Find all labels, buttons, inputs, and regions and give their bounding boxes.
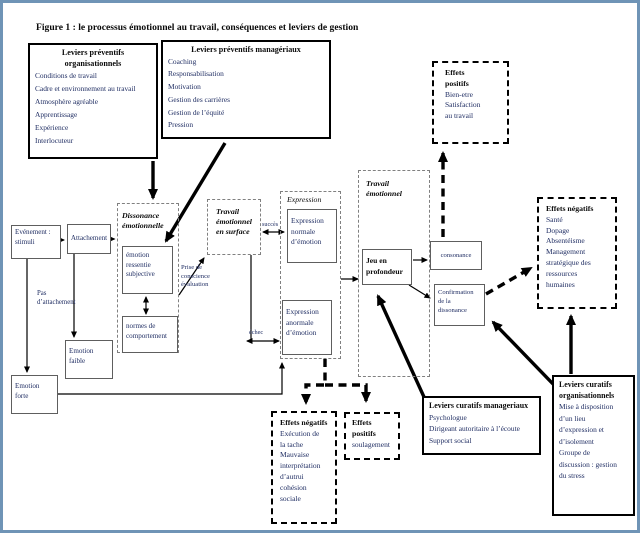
box-leviers-preventifs-organisationnels: Leviers préventifs organisationnels Cond…: [28, 43, 158, 159]
container-travail-emotionnel: Travail émotionnel: [358, 170, 430, 377]
node-jeu-en-profondeur: Jeu en profondeur: [362, 249, 412, 285]
node-evenement-stimuli: Evénement : stimuli: [11, 225, 61, 259]
label-prise-de-conscience: Prise de conscience évaluation: [181, 264, 210, 289]
container-expression: Expression: [280, 191, 341, 359]
list-item: Gestion de l’équité: [168, 107, 225, 117]
list-item: Groupe de discussion : gestion du stress: [559, 448, 617, 480]
node-confirmation-dissonance: Confirmation de la dissonance: [434, 284, 485, 326]
label-echec: échec: [249, 329, 264, 336]
arrow-cur-org-confirmation: [491, 320, 556, 387]
box-title: Leviers curatifs manageriaux: [429, 401, 529, 410]
list-item: Psychologue: [429, 412, 467, 422]
label-pas-attachement: Pas d’attachement: [37, 290, 76, 306]
container-title: Expression: [287, 195, 322, 204]
list-item: Responsabilisation: [168, 69, 224, 79]
node-emotion-ressentie-subjective: émotion ressentie subjective: [122, 246, 173, 294]
list-item: Conditions de travail: [35, 71, 97, 80]
box-leviers-preventifs-manageriaux: Leviers préventifs managériaux Coaching …: [161, 40, 331, 139]
list-item: Cadre et environnement au travail: [35, 84, 136, 93]
node-expression-normale: Expression normale d’émotion: [287, 209, 337, 263]
list-item: Santé: [546, 214, 563, 224]
arrow-prise-conscience: [178, 257, 205, 296]
list-item: Dirigeant autoritaire à l’écoute: [429, 424, 520, 433]
arrow-prev-mgr-ressentie: [164, 142, 227, 243]
box-effets-negatifs-bas: Effets négatifs Exécution de la tache Ma…: [271, 411, 337, 524]
box-title: Effets positifs: [352, 418, 376, 438]
box-leviers-curatifs-organisationnels: Leviers curatifs organisationnels Mise à…: [552, 375, 635, 516]
list-item: soulagement: [352, 439, 390, 449]
container-title: Dissonance émotionnelle: [122, 211, 164, 230]
node-attachement: Attachement: [67, 224, 111, 254]
container-travail-emotionnel-surface: Travail émotionnel en surface: [207, 199, 261, 255]
container-title: Travail émotionnel: [366, 179, 402, 198]
list-item: Support social: [429, 435, 472, 445]
box-effets-negatifs-droite: Effets négatifs Santé Dopage Absentéisme…: [537, 197, 617, 309]
node-expression-anormale: Expression anormale d’émotion: [282, 300, 332, 355]
container-title: Travail émotionnel en surface: [216, 207, 252, 236]
figure-title: Figure 1 : le processus émotionnel au tr…: [36, 22, 359, 33]
box-title: Leviers préventifs organisationnels: [61, 48, 125, 68]
box-title: Effets négatifs: [280, 418, 328, 427]
arrow-confirmation-effets-negatifs: [485, 266, 533, 296]
list-item: Mauvaise interprétation d’autrui: [280, 450, 321, 481]
list-item: Expérience: [35, 123, 69, 132]
arrow-expression-effets-positifs-bas: [325, 383, 371, 403]
list-item: cohésion sociale: [280, 482, 307, 503]
list-item: Pression: [168, 120, 194, 130]
arrow-jeu-confirmation: [408, 284, 431, 299]
list-item: Management stratégique des ressources hu…: [546, 247, 591, 289]
box-effets-positifs-haut: Effets positifs Bien-etre Satisfaction a…: [432, 61, 509, 144]
box-title: Leviers préventifs managériaux: [191, 45, 301, 54]
list-item: Atmosphère agréable: [35, 97, 98, 106]
node-emotion-forte: Emotion forte: [11, 375, 58, 414]
list-item: Apprentissage: [35, 110, 78, 119]
node-emotion-faible: Emotion faible: [65, 340, 113, 379]
arrow-cur-mgr-jeu: [376, 294, 426, 398]
list-item: Bien-etre: [445, 89, 473, 99]
box-leviers-curatifs-manageriaux: Leviers curatifs manageriaux Psychologue…: [422, 396, 541, 455]
arrow-expression-effets-negatifs-bas: [301, 359, 327, 405]
box-effets-positifs-bas: Effets positifs soulagement: [344, 412, 400, 460]
list-item: Motivation: [168, 82, 201, 92]
list-item: Coaching: [168, 56, 197, 66]
list-item: Satisfaction au travail: [445, 100, 481, 121]
node-normes-comportement: normes de comportement: [122, 316, 178, 353]
box-title: Effets positifs: [445, 68, 469, 88]
node-consonance: consonance: [430, 241, 482, 270]
label-succes: succès: [262, 221, 279, 228]
list-item: Gestion des carrières: [168, 94, 230, 104]
box-title: Leviers curatifs organisationnels: [559, 380, 615, 400]
list-item: Exécution de la tache: [280, 428, 320, 449]
box-title: Effets négatifs: [546, 204, 594, 213]
list-item: Interlocuteur: [35, 136, 74, 145]
connector-layer: [24, 142, 576, 405]
list-item: Absentéisme: [546, 236, 585, 246]
arrow-emotion-forte-expression: [58, 362, 285, 395]
list-item: Mise à disposition d’un lieu d’expressio…: [559, 402, 614, 446]
list-item: Dopage: [546, 225, 570, 235]
